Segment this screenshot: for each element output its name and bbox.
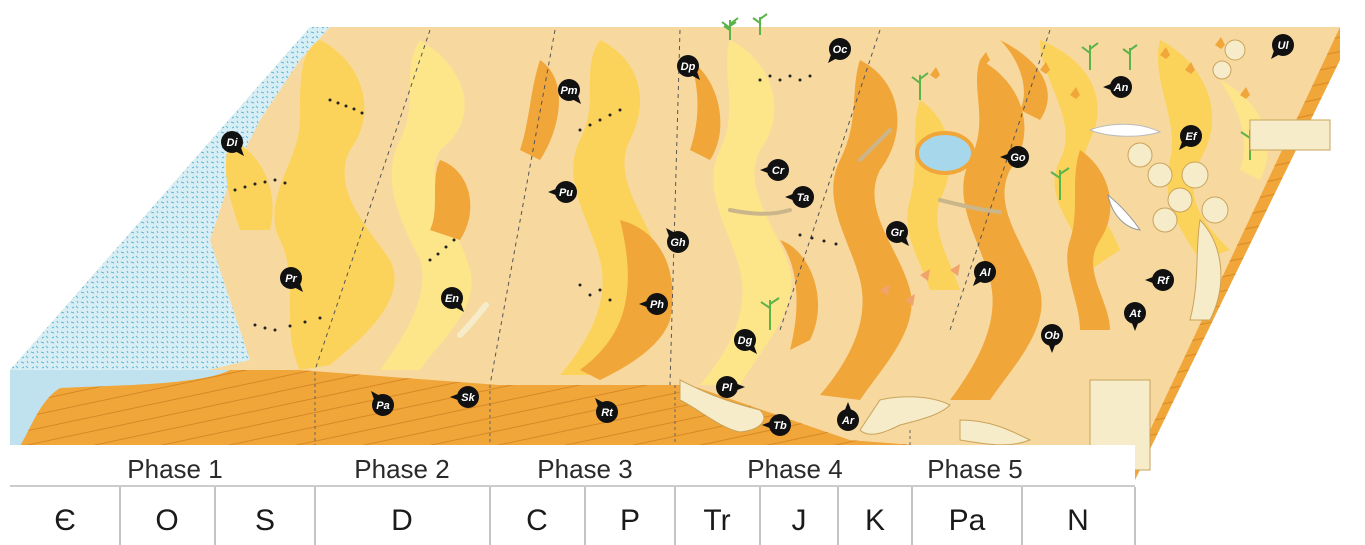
marker-label: Cr — [772, 165, 785, 177]
marker-label: Ef — [1186, 131, 1198, 143]
period-label: D — [391, 504, 413, 537]
period-label: Tr — [703, 504, 730, 537]
marker-label: Dp — [681, 61, 696, 73]
phase-label: Phase 4 — [747, 454, 842, 484]
marker-label: Di — [227, 137, 239, 149]
period-label: N — [1067, 504, 1089, 537]
period-label: P — [620, 504, 640, 537]
phase-label: Phase 2 — [354, 454, 449, 484]
marker-label: Pu — [559, 187, 573, 199]
marker-label: Rt — [601, 407, 614, 419]
marker-label: Gr — [891, 227, 905, 239]
marker-label: Ar — [841, 415, 855, 427]
marker-label: Ul — [1278, 40, 1290, 52]
marker-label: Gh — [670, 237, 686, 249]
marker-label: Dg — [738, 335, 753, 347]
period-label: Pa — [949, 504, 986, 537]
marker-label: Ph — [650, 299, 664, 311]
phase-row: Phase 1 Phase 2 Phase 3 Phase 4 Phase 5 — [10, 445, 1135, 487]
period-label: O — [155, 504, 178, 537]
period-label: J — [792, 504, 807, 537]
period-label: S — [255, 504, 275, 537]
period-label: K — [865, 504, 885, 537]
marker-label: Tb — [773, 420, 787, 432]
marker-label: Pr — [285, 273, 297, 285]
period-row: Є O S D C P Tr J K Pa N — [10, 487, 1135, 545]
phase-label: Phase 3 — [537, 454, 632, 484]
period-label: Є — [54, 504, 76, 537]
marker-label: Oc — [833, 44, 848, 56]
marker-label: Rf — [1157, 275, 1170, 287]
marker-label: Pm — [560, 85, 577, 97]
marker-label: Pa — [376, 400, 389, 412]
marker-label: An — [1113, 82, 1129, 94]
phase-label: Phase 5 — [927, 454, 1022, 484]
period-label: C — [526, 504, 548, 537]
marker-label: Ob — [1044, 330, 1060, 342]
marker-label: At — [1128, 308, 1142, 320]
marker-label: Sk — [461, 392, 475, 404]
marker-label: En — [445, 293, 459, 305]
marker-label: Ta — [797, 192, 809, 204]
phase-label: Phase 1 — [127, 454, 222, 484]
marker-label: Go — [1010, 152, 1026, 164]
marker-label: Pl — [722, 382, 733, 394]
marker-label: Al — [979, 267, 992, 279]
pond — [917, 133, 973, 173]
